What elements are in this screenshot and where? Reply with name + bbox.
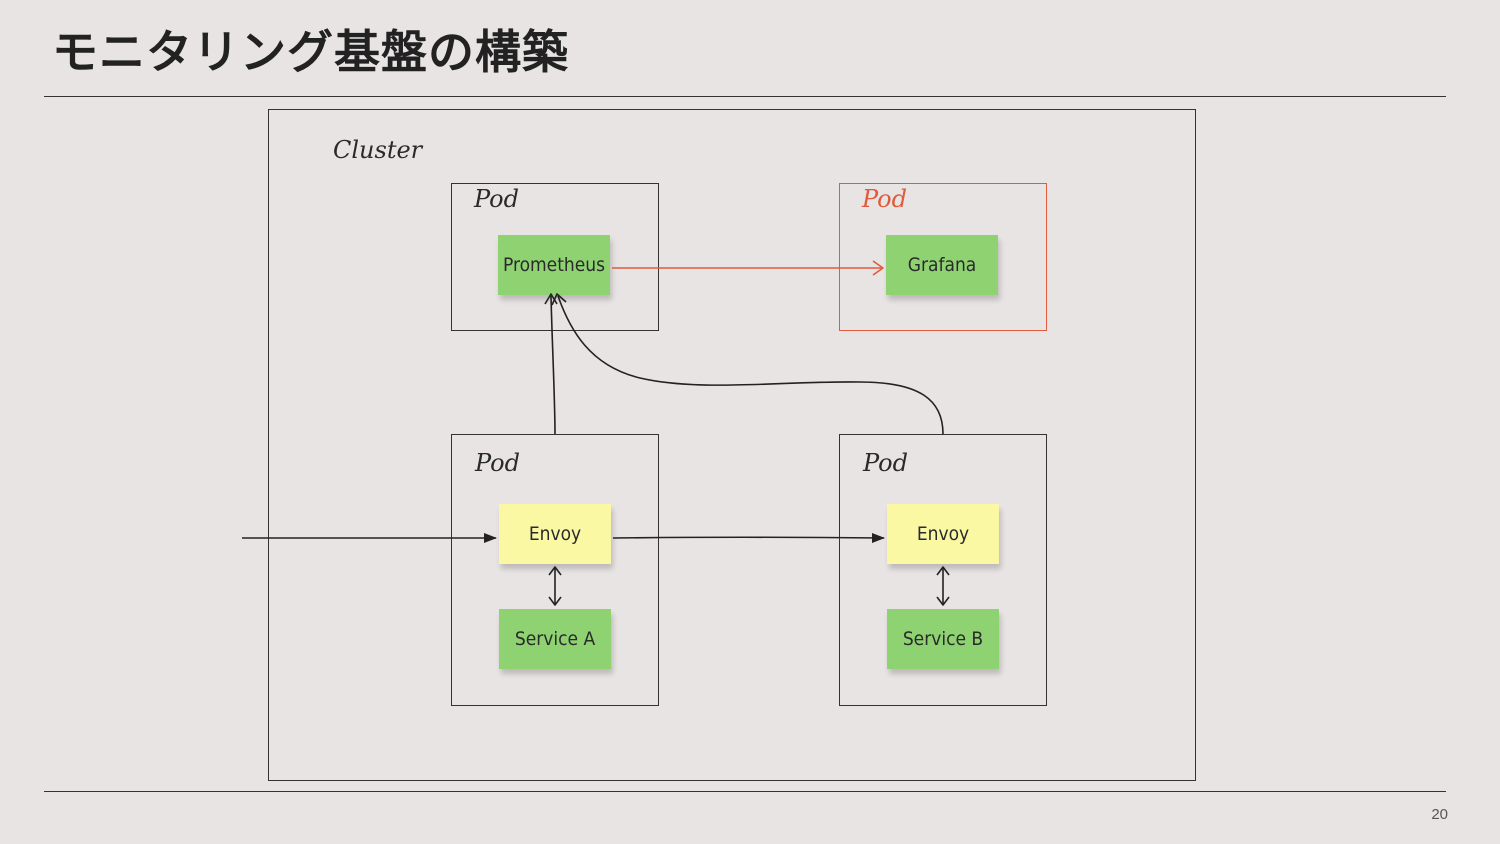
slide-title: モニタリング基盤の構築 — [52, 25, 569, 79]
page-number: 20 — [1431, 806, 1448, 823]
cluster-label: Cluster — [333, 136, 423, 164]
envoy-a-node: Envoy — [499, 504, 611, 564]
service-b-pod-box — [839, 434, 1047, 706]
grafana-node: Grafana — [886, 235, 998, 295]
footer-divider — [44, 791, 1446, 792]
envoy-b-node: Envoy — [887, 504, 999, 564]
service-b-node: Service B — [887, 609, 999, 669]
service-a-pod-label: Pod — [475, 449, 520, 477]
service-a-node: Service A — [499, 609, 611, 669]
cluster-box — [268, 109, 1196, 781]
grafana-pod-label: Pod — [862, 185, 907, 213]
prometheus-pod-label: Pod — [474, 185, 519, 213]
service-a-pod-box — [451, 434, 659, 706]
title-divider — [44, 96, 1446, 97]
prometheus-node: Prometheus — [498, 235, 610, 295]
service-b-pod-label: Pod — [863, 449, 908, 477]
